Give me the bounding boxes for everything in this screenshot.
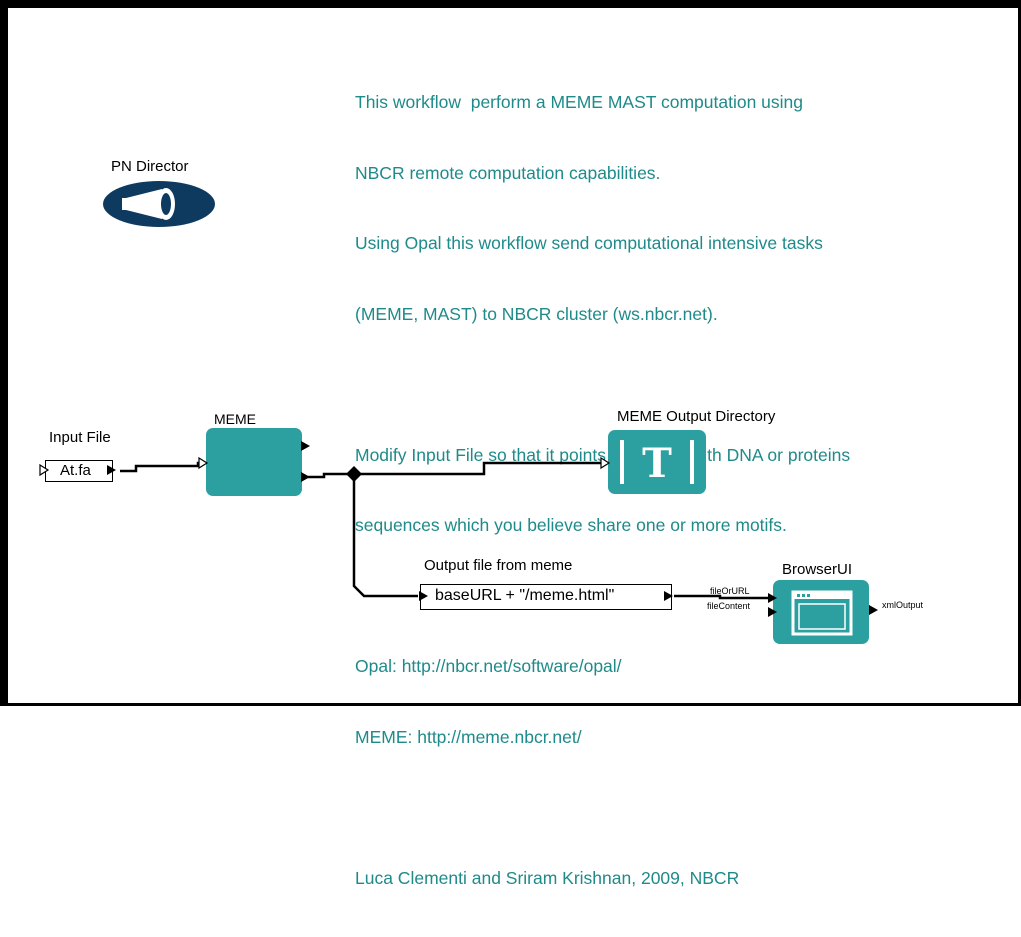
output-directory-label: MEME Output Directory <box>617 408 776 425</box>
text-display-icon: T <box>620 440 694 487</box>
browserui-output-port-icon <box>869 605 878 615</box>
input-file-label: Input File <box>49 429 111 446</box>
input-file-value: At.fa <box>60 462 91 479</box>
browserui-label: BrowserUI <box>782 561 853 578</box>
annotation-line: MEME: http://meme.nbcr.net/ <box>355 726 582 747</box>
director-megaphone-icon <box>103 181 215 227</box>
input-file-actor[interactable]: At.fa <box>45 460 113 482</box>
meme-input-port-icon <box>198 456 209 470</box>
browserui-input-port-icon <box>768 607 777 617</box>
browser-window-icon <box>791 590 853 636</box>
annotation-line: Opal: http://nbcr.net/software/opal/ <box>355 656 622 676</box>
annotation-line <box>355 796 850 820</box>
expression-actor[interactable]: baseURL + "/meme.html" <box>420 584 672 610</box>
port-label-xmloutput: xmlOutput <box>882 600 924 610</box>
output-directory-actor[interactable]: T <box>608 430 706 494</box>
expression-output-port-icon <box>664 591 673 601</box>
port-label-fileorurl: fileOrURL <box>710 586 750 596</box>
annotation-line <box>355 373 850 397</box>
input-port-icon <box>39 463 50 477</box>
annotation-line: NBCR remote computation capabilities. <box>355 162 661 183</box>
annotation-line: (MEME, MAST) to NBCR cluster (ws.nbcr.ne… <box>355 303 718 324</box>
annotation-line: Using Opal this workflow send computatio… <box>355 233 823 253</box>
meme-output-port-icon <box>301 441 310 451</box>
director-label: PN Director <box>111 158 189 175</box>
meme-output-port-icon <box>301 472 310 482</box>
port-label-filecontent: fileContent <box>707 601 751 611</box>
output-directory-input-port-icon <box>600 456 611 470</box>
annotation-line: sequences which you believe share one or… <box>355 515 787 535</box>
meme-actor[interactable] <box>206 428 302 496</box>
display-glyph: T <box>642 440 672 487</box>
expression-value: baseURL + "/meme.html" <box>435 587 615 604</box>
meme-label: MEME <box>214 411 256 427</box>
workflow-canvas[interactable]: This workflow perform a MEME MAST comput… <box>0 0 1021 888</box>
workflow-annotation[interactable]: This workflow perform a MEME MAST comput… <box>355 44 850 937</box>
browserui-input-port-icon <box>768 593 777 603</box>
expression-label: Output file from meme <box>424 557 573 574</box>
expression-input-port-icon <box>419 591 428 601</box>
pn-director[interactable] <box>102 180 216 228</box>
annotation-line: This workflow perform a MEME MAST comput… <box>355 92 804 112</box>
output-port-icon <box>107 465 116 475</box>
browserui-actor[interactable] <box>773 580 869 644</box>
annotation-line: Luca Clementi and Sriram Krishnan, 2009,… <box>355 867 740 888</box>
